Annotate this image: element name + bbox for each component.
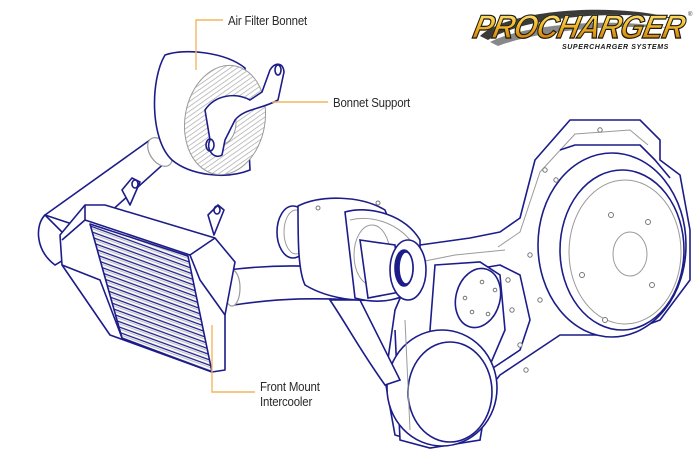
bonnet-support [204,63,285,158]
supercharger-head-unit [276,197,427,302]
logo-tagline: SUPERCHARGER SYSTEMS [562,44,669,51]
label-bonnet-support: Bonnet Support [333,95,411,110]
label-air-filter-bonnet: Air Filter Bonnet [228,13,308,28]
front-mount-intercooler [59,177,236,373]
callout-leaders [195,19,328,393]
label-front-mount-intercooler-line2: Intercooler [260,394,313,409]
leader-front-mount-intercooler [211,325,255,393]
label-front-mount-intercooler-line1: Front Mount [260,379,320,394]
crank-pulley-cover [386,319,498,449]
leader-air-filter-bonnet [195,19,223,70]
logo-registered-mark: ® [688,12,693,18]
procharger-logo: PROCHARGER SUPERCHARGER SYSTEMS ® [470,6,695,56]
accessory-pulley-cover [537,152,687,338]
logo-brand: PROCHARGER [470,7,689,45]
logo-swoosh [480,9,680,46]
